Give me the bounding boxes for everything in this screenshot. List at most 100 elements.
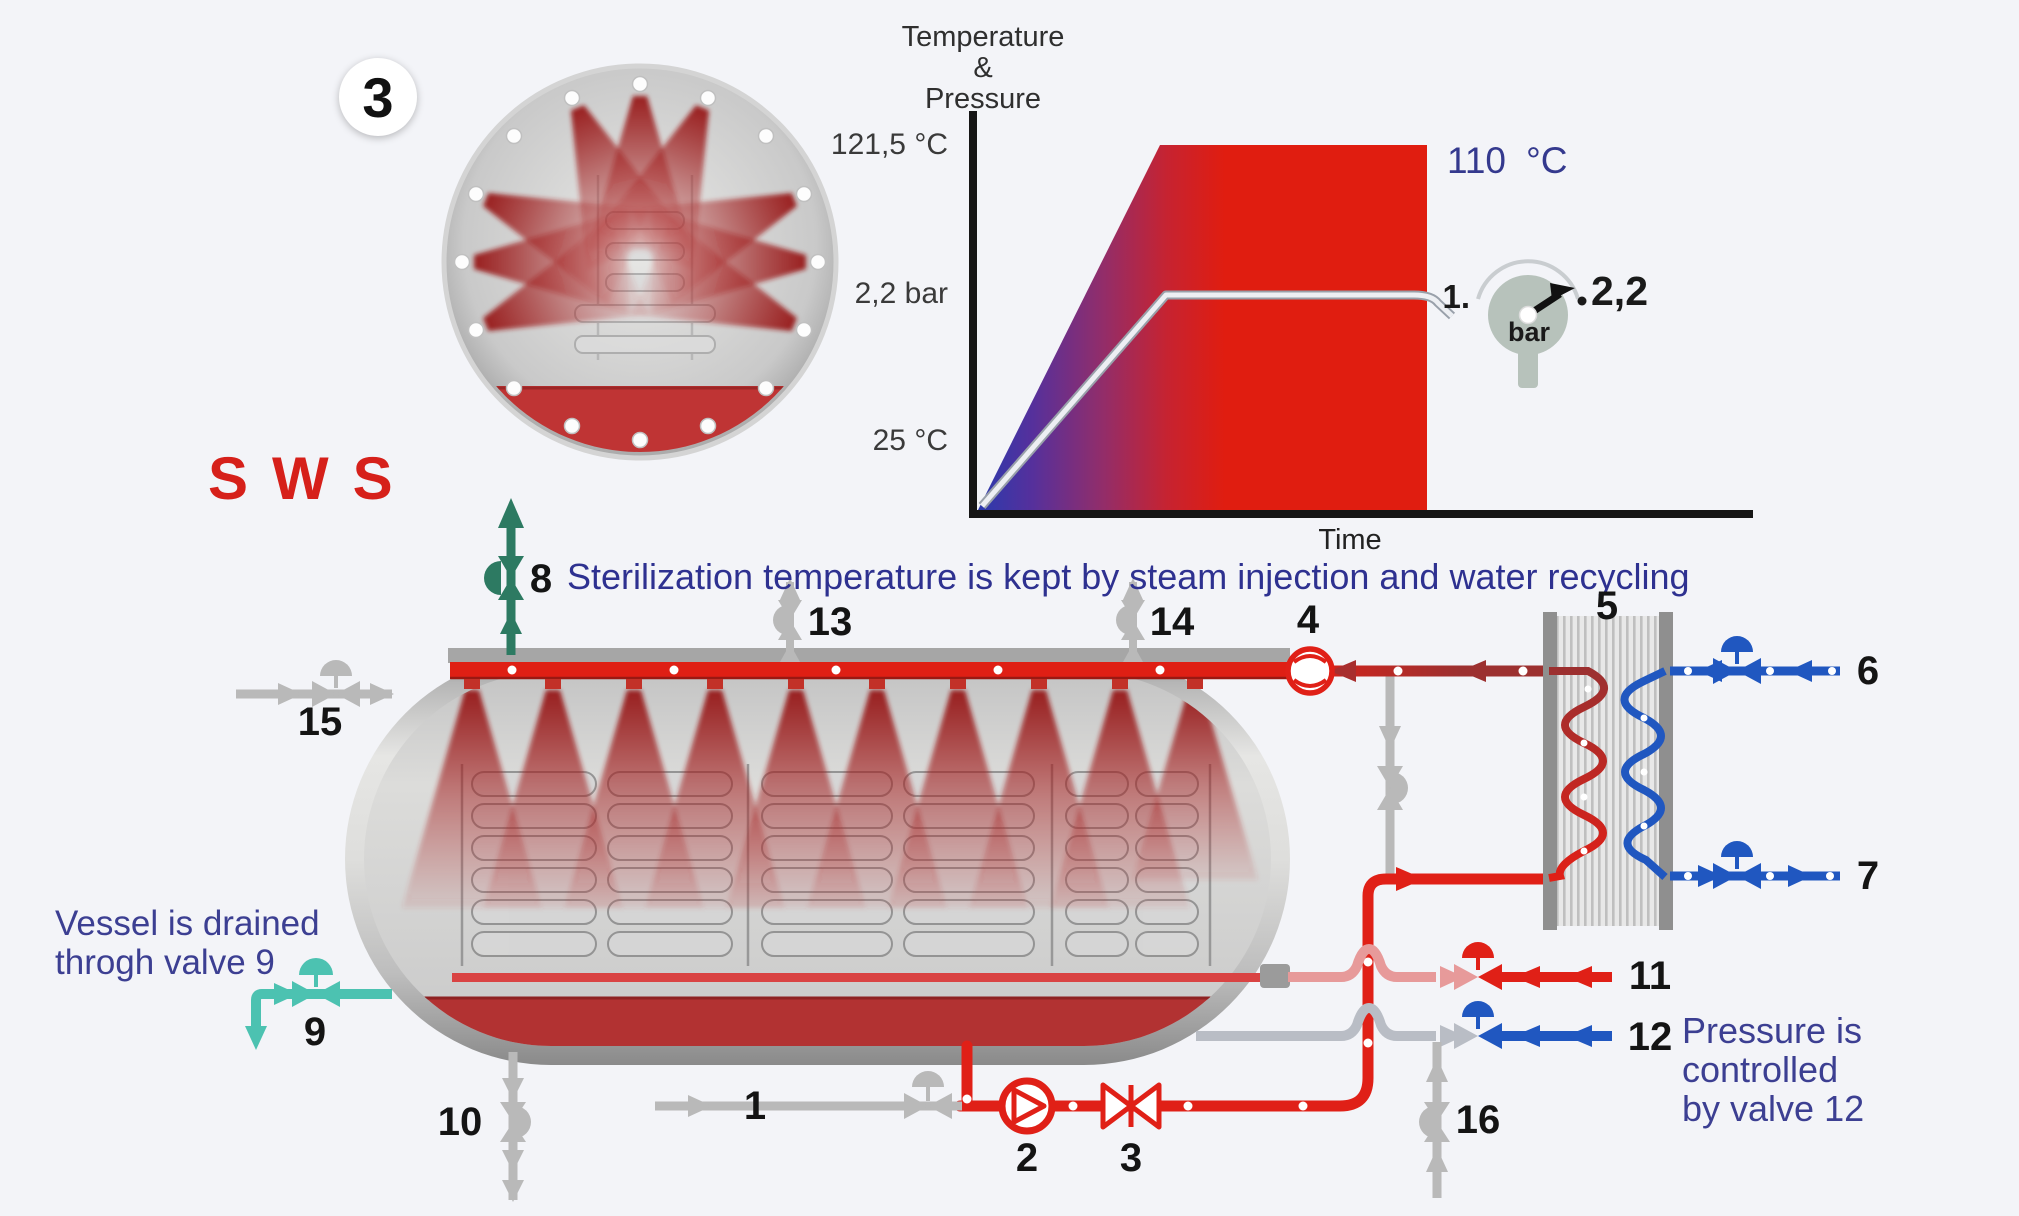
step-badge: 3 bbox=[339, 58, 417, 136]
cross-section-nozzle-bolts bbox=[453, 75, 827, 449]
bypass-down-arrow bbox=[1379, 726, 1401, 750]
vessel-cross-section bbox=[441, 63, 839, 461]
y-label-pressure: 2,2 bar bbox=[854, 277, 948, 310]
label-component-7: 7 bbox=[1856, 854, 1880, 898]
chart-y-axis bbox=[969, 111, 977, 517]
spray-header-support bbox=[448, 648, 1290, 663]
chart-title-line1: Temperature bbox=[901, 21, 1065, 53]
valve-10-group bbox=[500, 1052, 531, 1202]
valve-9-drain-arrow bbox=[245, 1026, 267, 1050]
chart-title: Temperature & Pressure bbox=[870, 22, 1096, 115]
valve-16-actuator bbox=[1419, 1106, 1435, 1138]
temperature-pressure-chart bbox=[969, 111, 1753, 518]
chart-title-line2: & bbox=[973, 52, 993, 84]
gauge-unit-label: bar bbox=[1507, 317, 1551, 347]
y-label-max-temp: 121,5 °C bbox=[830, 128, 948, 161]
drain-annotation: Vessel is drained throgh valve 9 bbox=[55, 904, 320, 982]
chart-x-axis bbox=[969, 510, 1753, 518]
x-axis-label: Time bbox=[1318, 524, 1382, 556]
label-component-14: 14 bbox=[1149, 600, 1195, 644]
valve-1-group bbox=[655, 1071, 962, 1119]
cooling-inlet-line bbox=[1670, 636, 1840, 684]
pressure-annotation-line1: Pressure is controlled bbox=[1682, 1010, 1863, 1090]
valve-7-actuator bbox=[1721, 841, 1753, 857]
gauge-needle-tip bbox=[1550, 283, 1575, 300]
label-component-15: 15 bbox=[297, 700, 343, 744]
gauge-value-label: 2,2 bbox=[1591, 268, 1648, 314]
gauge-min-label: 1. bbox=[1442, 278, 1470, 315]
pressure-annotation-line2: by valve 12 bbox=[1682, 1088, 1865, 1129]
label-component-1: 1 bbox=[743, 1084, 767, 1128]
spray-cones bbox=[402, 690, 1258, 908]
pressure-gauge bbox=[1476, 259, 1587, 388]
sterilization-annotation: Sterilization temperature is kept by ste… bbox=[567, 556, 1690, 597]
step-number: 3 bbox=[362, 65, 394, 129]
bypass-valve-actuator bbox=[1392, 772, 1408, 804]
valve-12-actuator bbox=[1462, 1001, 1494, 1017]
label-component-9: 9 bbox=[303, 1010, 327, 1054]
drain-annotation-line2: throgh valve 9 bbox=[55, 943, 275, 982]
valve-14-actuator bbox=[1116, 605, 1131, 635]
drain-annotation-line1: Vessel is drained bbox=[55, 904, 320, 943]
header-flow-dots bbox=[507, 665, 1165, 675]
bypass-line bbox=[1377, 671, 1408, 880]
spray-header-pipe bbox=[450, 662, 1290, 679]
feed-arrow-right bbox=[1396, 867, 1424, 891]
spray-nozzles bbox=[464, 679, 1203, 689]
y-label-start-temp: 25 °C bbox=[872, 424, 948, 457]
label-component-13: 13 bbox=[807, 600, 853, 644]
current-temperature: 110 °C bbox=[1447, 140, 1568, 182]
gauge-stem bbox=[1518, 350, 1538, 388]
pressure-line-12 bbox=[1196, 1001, 1612, 1049]
valve-14-group bbox=[1116, 578, 1145, 662]
valve-6-actuator bbox=[1721, 636, 1753, 652]
valve-10-actuator bbox=[515, 1106, 531, 1138]
label-component-6: 6 bbox=[1856, 649, 1880, 693]
valve-15-actuator bbox=[320, 660, 352, 676]
label-component-5: 5 bbox=[1595, 584, 1619, 628]
vessel-outlet-collar bbox=[1260, 964, 1290, 988]
cooling-outlet-line bbox=[1670, 841, 1840, 889]
pressure-annotation: Pressure is controlled by valve 12 bbox=[1682, 1011, 2019, 1128]
label-component-16: 16 bbox=[1455, 1098, 1501, 1142]
vessel-liquid-pool bbox=[364, 997, 1271, 1046]
check-valve-icon bbox=[1100, 1082, 1162, 1130]
flow-meter-icon bbox=[1285, 646, 1335, 696]
valve-1-actuator bbox=[912, 1071, 944, 1087]
label-component-3: 3 bbox=[1119, 1136, 1143, 1180]
valve-16-group bbox=[1419, 1042, 1450, 1198]
valve-8-actuator bbox=[484, 561, 501, 595]
valve-9-group bbox=[245, 958, 392, 1050]
recirc-line-11 bbox=[1288, 942, 1612, 990]
main-vessel bbox=[345, 648, 1290, 1065]
recirculation-suction-pipe bbox=[452, 973, 1290, 982]
temperature-profile-area bbox=[978, 145, 1427, 510]
label-component-4: 4 bbox=[1296, 598, 1320, 642]
label-component-12: 12 bbox=[1627, 1015, 1673, 1059]
label-component-11: 11 bbox=[1628, 954, 1672, 998]
valve-8-group bbox=[484, 498, 524, 655]
valve-15-group bbox=[236, 660, 394, 707]
valve-8-vent-arrow bbox=[498, 498, 524, 528]
pump-icon bbox=[998, 1077, 1056, 1135]
label-component-10: 10 bbox=[437, 1100, 483, 1144]
gauge-arc-end-dot bbox=[1577, 296, 1587, 306]
pressure-profile-line bbox=[980, 292, 1454, 508]
cross-section-sprays bbox=[474, 96, 806, 331]
label-component-2: 2 bbox=[1015, 1136, 1039, 1180]
gauge-arc bbox=[1476, 259, 1580, 300]
valve-13-group bbox=[773, 578, 802, 662]
hot-water-feed-line bbox=[954, 867, 1555, 1112]
sws-logo: SWS bbox=[208, 445, 417, 512]
current-temperature-unit: °C bbox=[1526, 140, 1568, 181]
valve-11-actuator bbox=[1462, 942, 1494, 958]
heat-exchanger bbox=[1543, 612, 1673, 930]
valve-9-actuator bbox=[299, 958, 333, 975]
valve-13-actuator bbox=[773, 605, 788, 635]
chart-title-line3: Pressure bbox=[924, 83, 1042, 115]
heat-exchanger-cold-coil bbox=[1620, 667, 1668, 880]
current-temperature-value: 110 bbox=[1447, 140, 1506, 181]
gauge-hub bbox=[1518, 305, 1538, 325]
